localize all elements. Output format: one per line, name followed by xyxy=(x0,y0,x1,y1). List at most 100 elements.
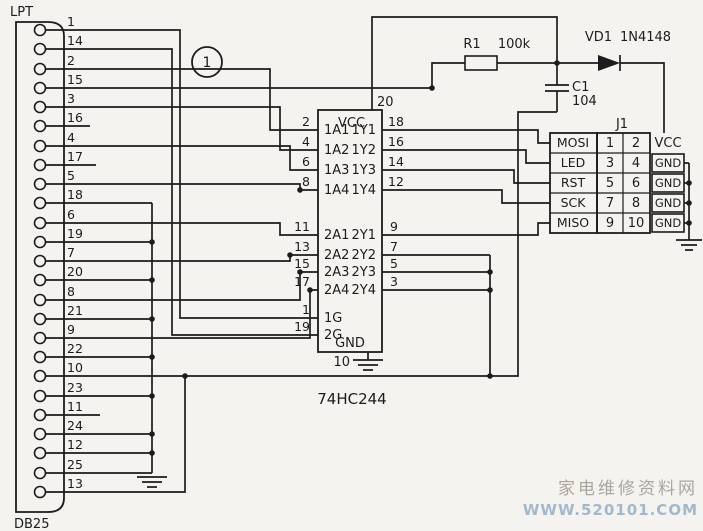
j1-pin: 10 xyxy=(628,216,645,231)
j1-pin: 2 xyxy=(632,136,640,151)
db25-pin: 10 xyxy=(67,360,83,375)
ic-output-pin: 3 xyxy=(390,274,398,289)
db25-pin-numbers: 1 14 2 15 3 16 4 17 5 18 6 19 7 20 8 21 … xyxy=(67,14,83,491)
ic-input-pin: 4 xyxy=(302,134,310,149)
ic-body xyxy=(317,109,383,353)
db25-pin: 17 xyxy=(67,149,83,164)
ic-output-pin: 7 xyxy=(390,239,398,254)
db25-pin: 14 xyxy=(67,33,83,48)
watermark-site-name: 家电维修资料网 xyxy=(558,479,698,499)
db25-pin: 25 xyxy=(67,457,83,472)
j1-name: J1 xyxy=(615,117,628,132)
j1-pin: 5 xyxy=(606,176,614,191)
ic-input-label: 2A2 xyxy=(324,248,349,263)
db25-pin: 19 xyxy=(67,226,83,241)
ic-input-label: 2A1 xyxy=(324,228,349,243)
j1-pin: 3 xyxy=(606,156,614,171)
j1-gnd-label: GND xyxy=(655,176,682,190)
ic-input-pin: 8 xyxy=(302,174,310,189)
ic-gate-label: 1G xyxy=(324,311,342,326)
db25-pin: 11 xyxy=(67,399,83,414)
db25-pin: 22 xyxy=(67,341,83,356)
db25-pin: 16 xyxy=(67,110,83,125)
db25-pin: 12 xyxy=(67,437,83,452)
ic-input-pin: 11 xyxy=(294,219,310,234)
figure-number-badge: 1 xyxy=(191,46,223,78)
db25-pin-holes xyxy=(33,23,47,499)
db25-pin: 5 xyxy=(67,168,75,183)
lpt-label: LPT xyxy=(10,5,33,20)
db25-pin: 3 xyxy=(67,91,75,106)
j1-signal-sck: SCK xyxy=(561,195,587,210)
ic-input-pin: 2 xyxy=(302,114,310,129)
db25-pin: 23 xyxy=(67,380,83,395)
ic-vcc-pin: 20 xyxy=(377,95,394,110)
resistor-value: 100k xyxy=(498,37,531,52)
ic-output-label: 1Y2 xyxy=(352,143,376,158)
ic-input-pin: 13 xyxy=(294,239,310,254)
j1-pin: 9 xyxy=(606,216,614,231)
watermark-site-url: WWW.520101.COM xyxy=(523,501,698,519)
ic-input-pin: 17 xyxy=(294,274,310,289)
j1-pin: 6 xyxy=(632,176,640,191)
ic-output-label: 1Y3 xyxy=(352,163,376,178)
ic-input-label: 2A3 xyxy=(324,265,349,280)
ic-output-label: 2Y4 xyxy=(352,283,376,298)
db25-pin: 8 xyxy=(67,284,75,299)
db25-shell xyxy=(15,21,65,513)
j1-signal-miso: MISO xyxy=(557,215,589,230)
diode-symbol xyxy=(598,55,620,71)
ic-output-pin: 5 xyxy=(390,256,398,271)
db25-pin: 20 xyxy=(67,264,83,279)
resistor-ref: R1 xyxy=(463,37,480,52)
db25-pin: 21 xyxy=(67,303,83,318)
db25-label: DB25 xyxy=(14,517,49,531)
db25-pin: 6 xyxy=(67,207,75,222)
ic-input-label: 2A4 xyxy=(324,283,349,298)
db25-pin: 13 xyxy=(67,476,83,491)
wire-segments xyxy=(46,16,702,493)
resistor-body xyxy=(464,55,498,71)
ic-output-label: 2Y1 xyxy=(352,228,376,243)
ic-output-pin: 18 xyxy=(388,114,404,129)
j1-gnd-label: GND xyxy=(655,196,682,210)
ic-part-number: 74HC244 xyxy=(317,390,386,408)
j1-vcc-label: VCC xyxy=(654,136,681,151)
db25-connector: LPT 1 14 2 15 3 16 4 17 5 18 xyxy=(10,5,83,531)
db25-pin: 18 xyxy=(67,187,83,202)
diode-ref: VD1 xyxy=(585,30,612,45)
j1-gnd-label: GND xyxy=(655,216,682,230)
ic-gate-pin: 19 xyxy=(294,319,310,334)
j1-connector: J1 MOSI LED RST SCK MISO 1 3 5 7 9 2 4 6… xyxy=(549,117,685,234)
junction-dots xyxy=(149,60,692,456)
db25-pin: 24 xyxy=(67,418,83,433)
j1-signal-led: LED xyxy=(561,155,586,170)
ic-gate-pin: 1 xyxy=(302,302,310,317)
j1-pin: 1 xyxy=(606,136,614,151)
ic-input-label: 1A3 xyxy=(324,163,349,178)
ic-output-label: 2Y3 xyxy=(352,265,376,280)
ic-output-pin: 14 xyxy=(388,154,404,169)
db25-pin: 15 xyxy=(67,72,83,87)
ic-gate-label: 2G xyxy=(324,328,342,343)
j1-gnd-label: GND xyxy=(655,156,682,170)
figure-number: 1 xyxy=(203,55,212,71)
j1-pin: 7 xyxy=(606,196,614,211)
ic-output-pin: 12 xyxy=(388,174,404,189)
j1-signal-mosi: MOSI xyxy=(557,135,589,150)
ic-output-pin: 9 xyxy=(390,219,398,234)
ic-output-label: 2Y2 xyxy=(352,248,376,263)
j1-pin: 8 xyxy=(632,196,640,211)
ic-gnd-label: GND xyxy=(335,336,365,351)
ic-output-label: 1Y4 xyxy=(352,183,376,198)
db25-pin: 7 xyxy=(67,245,75,260)
ic-vcc-label: VCC xyxy=(338,116,365,131)
ic-input-pin: 6 xyxy=(302,154,310,169)
watermark: 家电维修资料网 WWW.520101.COM xyxy=(523,479,698,519)
ic-output-label: 1Y1 xyxy=(352,123,376,138)
ic-input-label: 1A1 xyxy=(324,123,349,138)
ic-74hc244: VCC 20 GND 10 1A1 1A2 1A3 1A4 2A1 2A2 2A… xyxy=(294,95,404,408)
ic-gnd-pin: 10 xyxy=(333,355,350,370)
